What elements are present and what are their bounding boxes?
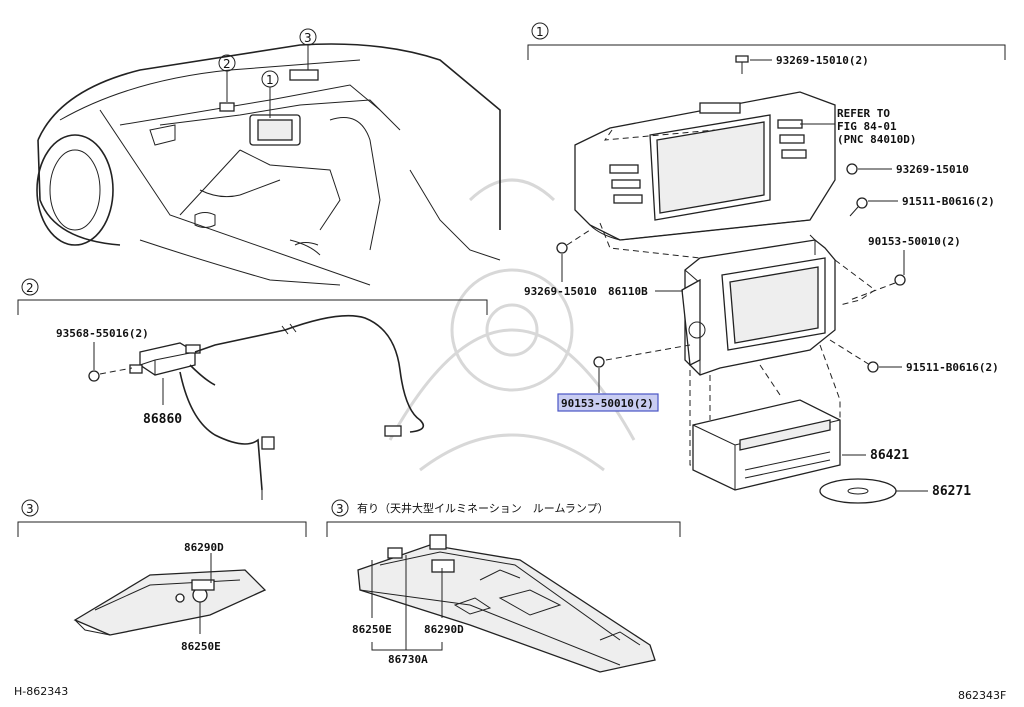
screw-90153-right: 90153-50010(2) <box>849 235 961 301</box>
svg-text:3: 3 <box>336 502 344 516</box>
svg-text:86730A: 86730A <box>388 653 428 666</box>
svg-text:86290D: 86290D <box>424 623 464 636</box>
svg-text:86250E: 86250E <box>352 623 392 636</box>
screw-93269-left: 93269-15010 <box>524 229 597 298</box>
svg-text:86110B: 86110B <box>608 285 648 298</box>
watermark <box>388 178 636 472</box>
screw-93269-right: 93269-15010 <box>846 163 969 176</box>
front-panel-bezel <box>574 91 836 241</box>
svg-text:91511-B0616(2): 91511-B0616(2) <box>906 361 999 374</box>
section-1-header: 1 <box>527 22 1006 60</box>
display-unit-86110b: 86110B <box>608 234 836 376</box>
svg-text:2: 2 <box>26 281 34 295</box>
svg-text:86290D: 86290D <box>184 541 224 554</box>
section-3-header-right: 3 有り（天井大型イルミネーション ルームランプ） <box>326 499 681 537</box>
disc-86271: 86271 <box>819 478 971 504</box>
screw-93568: 93568-55016(2) <box>56 327 149 382</box>
svg-text:93568-55016(2): 93568-55016(2) <box>56 327 149 340</box>
svg-text:有り（天井大型イルミネーション ルームランプ）: 有り（天井大型イルミネーション ルームランプ） <box>357 501 609 515</box>
car-room-lamp <box>289 69 319 81</box>
svg-text:1: 1 <box>536 25 544 39</box>
diagram-id-right: 862343F <box>958 689 1006 702</box>
svg-text:93269-15010: 93269-15010 <box>896 163 969 176</box>
callout-label: 2 <box>223 57 231 71</box>
screw-91511-upper: 91511-B0616(2) <box>849 195 995 217</box>
room-lamp-labels: 86250E 86290D 86730A <box>352 555 464 666</box>
part-label: 93269-15010(2) <box>776 54 869 67</box>
svg-text:(PNC 84010D): (PNC 84010D) <box>837 133 916 146</box>
svg-text:REFER TO: REFER TO <box>837 107 890 120</box>
svg-text:86860: 86860 <box>143 412 182 427</box>
car-callout-2: 2 <box>218 54 236 102</box>
svg-text:86271: 86271 <box>932 484 971 499</box>
svg-text:90153-50010(2): 90153-50010(2) <box>868 235 961 248</box>
callout-label: 3 <box>304 31 312 45</box>
svg-text:86250E: 86250E <box>181 640 221 653</box>
unit-86421: 86421 <box>692 399 909 491</box>
svg-text:90153-50010(2): 90153-50010(2) <box>561 397 654 410</box>
svg-text:3: 3 <box>26 502 34 516</box>
room-lamp-assembly <box>357 534 656 673</box>
car-callout-1: 1 <box>261 70 279 118</box>
svg-text:86421: 86421 <box>870 448 909 463</box>
assembly-dash-lines <box>599 129 876 471</box>
screw-93269-top: 93269-15010(2) <box>735 54 869 74</box>
callout-label: 1 <box>266 73 274 87</box>
svg-text:93269-15010: 93269-15010 <box>524 285 597 298</box>
antenna-amplifier-86860 <box>129 314 425 500</box>
highlight-box <box>557 393 659 412</box>
car-interior-illustration <box>36 43 501 286</box>
map-lamp-assembly: 86290D 86250E <box>73 541 267 653</box>
diagram-id-left: H-862343 <box>14 685 68 698</box>
car-callout-3: 3 <box>299 28 317 70</box>
label-86860: 86860 <box>143 378 182 427</box>
car-map-lamp <box>219 102 235 112</box>
section-3-header-left: 3 <box>17 499 307 537</box>
screw-91511-lower: 91511-B0616(2) <box>867 361 999 374</box>
section-2-header: 2 <box>17 278 488 315</box>
screw-90153-highlighted: 90153-50010(2) <box>557 356 659 412</box>
refer-note: REFER TO FIG 84-01 (PNC 84010D) <box>800 107 916 146</box>
svg-text:FIG 84-01: FIG 84-01 <box>837 120 897 133</box>
svg-text:91511-B0616(2): 91511-B0616(2) <box>902 195 995 208</box>
